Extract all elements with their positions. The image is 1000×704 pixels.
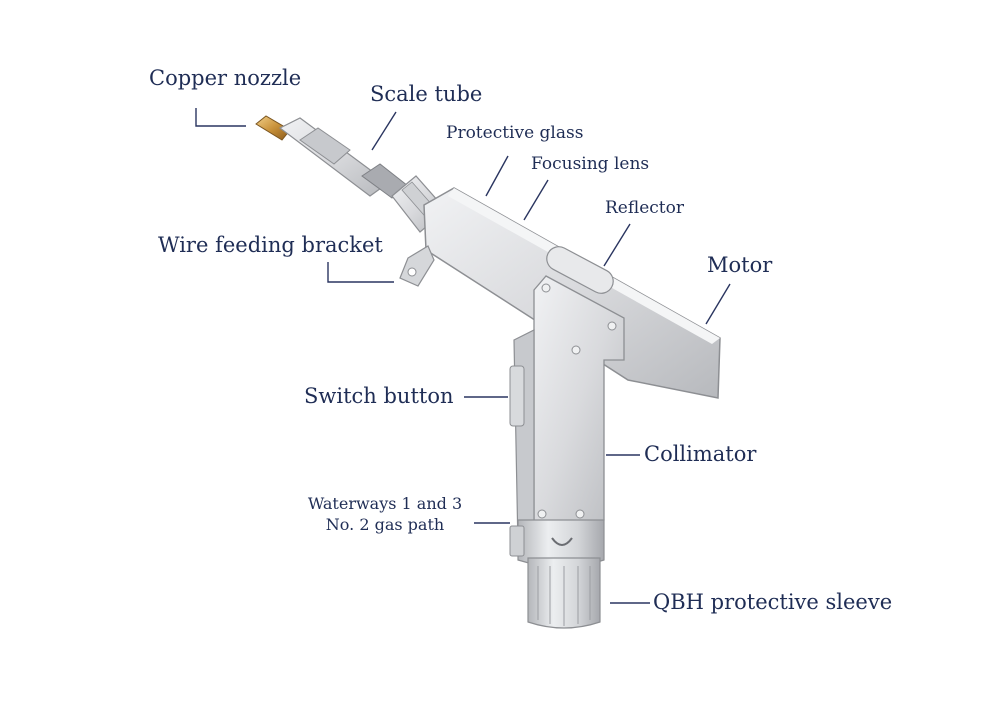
leader-motor <box>705 283 731 325</box>
label-switch-button: Switch button <box>304 384 454 408</box>
label-reflector: Reflector <box>605 198 684 218</box>
label-motor: Motor <box>707 253 773 277</box>
label-protective-glass: Protective glass <box>446 123 584 143</box>
leader-copper-nozzle <box>195 108 246 127</box>
leader-wire-feeding-bracket <box>327 262 394 283</box>
reflector-window <box>546 246 614 294</box>
handle-grip <box>509 329 535 549</box>
leader-protective-glass <box>485 155 509 197</box>
wire-feeding-bracket-part <box>399 245 435 287</box>
label-collimator: Collimator <box>644 442 757 466</box>
label-wire-feeding-bracket: Wire feeding bracket <box>158 233 383 257</box>
leader-lines <box>195 108 731 604</box>
label-qbh-sleeve: QBH protective sleeve <box>653 590 893 614</box>
label-waterways-line2: No. 2 gas path <box>325 515 445 535</box>
label-copper-nozzle: Copper nozzle <box>149 66 302 90</box>
label-waterways-line1: Waterways 1 and 3 <box>307 494 463 513</box>
scale-tube <box>278 117 409 199</box>
label-scale-tube: Scale tube <box>370 82 483 106</box>
switch-button-part <box>509 365 525 427</box>
label-focusing-lens: Focusing lens <box>531 154 650 174</box>
leader-scale-tube <box>371 111 397 151</box>
label-waterways: Waterways 1 and 3 No. 2 gas path <box>290 494 480 535</box>
leader-reflector <box>603 223 631 267</box>
side-plate <box>533 275 625 533</box>
waterway-fitting <box>509 525 525 557</box>
qbh-sleeve-part <box>527 557 601 629</box>
leader-focusing-lens <box>523 179 549 221</box>
